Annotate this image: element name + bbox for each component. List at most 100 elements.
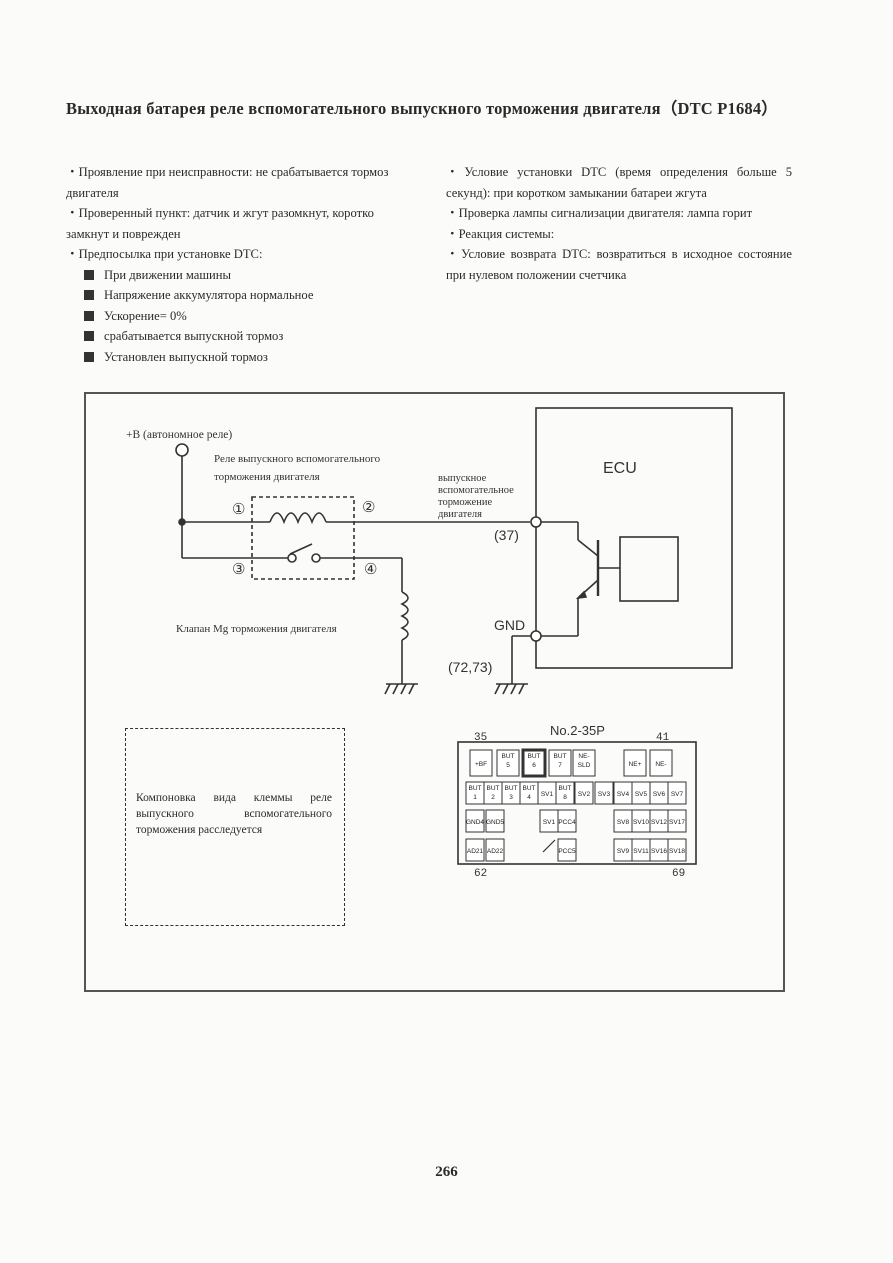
square-bullet-icon [84, 331, 94, 342]
connector-cell [465, 809, 485, 833]
connector-cell-label: 1 [473, 794, 477, 801]
ecu-driver-block [619, 536, 679, 602]
condition-item: Установлен выпускной тормоз [66, 347, 418, 368]
square-bullet-icon [84, 269, 94, 280]
square-bullet-icon [84, 351, 94, 362]
connector-cell [667, 809, 687, 833]
connector-pin-62: 62 [474, 868, 487, 880]
connector-cell [572, 749, 596, 777]
connector-pin-69: 69 [672, 868, 685, 880]
pin-4-label: ④ [364, 562, 377, 578]
condition-item: Напряжение аккумулятора нормальное [66, 285, 418, 306]
condition-item: При движении машины [66, 265, 418, 286]
valve-coil-icon [400, 591, 409, 641]
connector-cell [574, 781, 594, 805]
pin-37-label: (37) [494, 527, 519, 543]
signal-label: торможение [438, 497, 492, 508]
gnd-terminal [530, 630, 542, 642]
connector-cell-label: SV3 [598, 791, 611, 798]
connector-cell-label: SV5 [635, 791, 648, 798]
connector-cell-label: SV8 [617, 819, 630, 826]
connector-cell-label: NE- [655, 761, 666, 768]
connector-cell-label: SV2 [578, 791, 591, 798]
connector-cell [667, 838, 687, 862]
square-bullet-icon [84, 310, 94, 321]
condition-item: срабатывается выпускной тормоз [66, 326, 418, 347]
connector-cell-label: SV4 [617, 791, 630, 798]
connector-cell-label: NE+ [629, 761, 642, 768]
connector-cell-label: AD21 [467, 848, 484, 855]
power-label: +B (автономное реле) [126, 429, 232, 441]
connector-cell-label: PCC4 [558, 819, 576, 826]
connector-cell-label: PCC5 [558, 848, 576, 855]
connector-diagram: No.2-35P 35 41 62 69 +BFBUT5BUT6BUT7NE-S… [457, 723, 697, 880]
connector-cell-label: SV18 [669, 848, 685, 855]
relay-box [251, 496, 355, 580]
connector-cell-label: 7 [558, 762, 562, 769]
pin-2-label: ② [362, 500, 375, 516]
pin-37-terminal [530, 516, 542, 528]
system-reaction: ・Реакция системы: [446, 226, 555, 241]
connector-cell-label: GND4 [466, 819, 484, 826]
connector-cell [623, 749, 647, 777]
connector-cell-label: +BF [475, 761, 487, 768]
connector-cell [469, 749, 493, 777]
transistor-icon [575, 539, 620, 600]
connector-cell-label: AD22 [487, 848, 504, 855]
connector-cell-label: BUT [528, 753, 541, 760]
square-bullet-icon [84, 290, 94, 301]
connector-pin-41: 41 [656, 732, 670, 744]
switch-contact [311, 553, 321, 563]
page-title: Выходная батарея реле вспомогательного в… [66, 99, 778, 118]
symptom-text: ・Проявление при неисправности: не срабат… [66, 165, 389, 200]
ground-icon [384, 683, 418, 695]
pin-3-label: ③ [232, 562, 245, 578]
connector-cell-label: SV16 [651, 848, 667, 855]
connector-cell-label: GND5 [486, 819, 504, 826]
connector-cell [485, 809, 505, 833]
connector-cell [667, 781, 687, 805]
connector-cell [649, 749, 673, 777]
ecu-label: ECU [603, 460, 637, 477]
pin-72-label: (72,73) [448, 659, 492, 675]
connector-cell-label: 8 [563, 794, 567, 801]
connector-cell-label: SV1 [541, 791, 554, 798]
connector-cell [465, 838, 485, 862]
relay-label: торможения двигателя [214, 471, 320, 483]
note-text: Компоновка вида клеммы реле выпускного в… [136, 792, 332, 836]
ground-icon [494, 683, 528, 695]
connector-cell-label: SV10 [633, 819, 649, 826]
page-number: 266 [435, 1164, 458, 1180]
lamp-check: ・Проверка лампы сигнализации двигателя: … [446, 206, 753, 220]
note-box [125, 728, 345, 926]
connector-cell-label: NE- [578, 753, 589, 760]
connector-cell-label: SV17 [669, 819, 685, 826]
connector-cell [496, 749, 520, 777]
connector-cell-label: BUT [554, 753, 567, 760]
connector-cell [555, 781, 575, 805]
connector-cell [594, 781, 614, 805]
connector-cell-label: BUT [469, 785, 482, 792]
connector-cell-label: SV11 [633, 848, 649, 855]
connector-cell-label: BUT [559, 785, 572, 792]
connector-cell-label: BUT [505, 785, 518, 792]
connector-cell-label: SV1 [543, 819, 556, 826]
check-item-text: ・Проверенный пункт: датчик и жгут разомк… [66, 206, 374, 241]
connector-cell-label: SV9 [617, 848, 630, 855]
relay-switch-icon [289, 543, 313, 555]
valve-label: Клапан Mg торможения двигателя [176, 623, 337, 635]
gnd-label: GND [494, 617, 525, 633]
connector-cell-label: 2 [491, 794, 495, 801]
connector-cell [557, 838, 577, 862]
power-terminal [175, 443, 189, 457]
connector-cell-label: 3 [509, 794, 513, 801]
relay-label: Реле выпускного вспомогательного [214, 453, 381, 465]
connector-cell [557, 809, 577, 833]
connector-cell-label: 5 [506, 762, 510, 769]
connector-cell-label: SLD [578, 762, 591, 769]
connector-cell-label: SV7 [671, 791, 684, 798]
connector-cell-label: 4 [527, 794, 531, 801]
condition-item: Ускорение= 0% [66, 306, 418, 327]
connector-cell-label: BUT [502, 753, 515, 760]
